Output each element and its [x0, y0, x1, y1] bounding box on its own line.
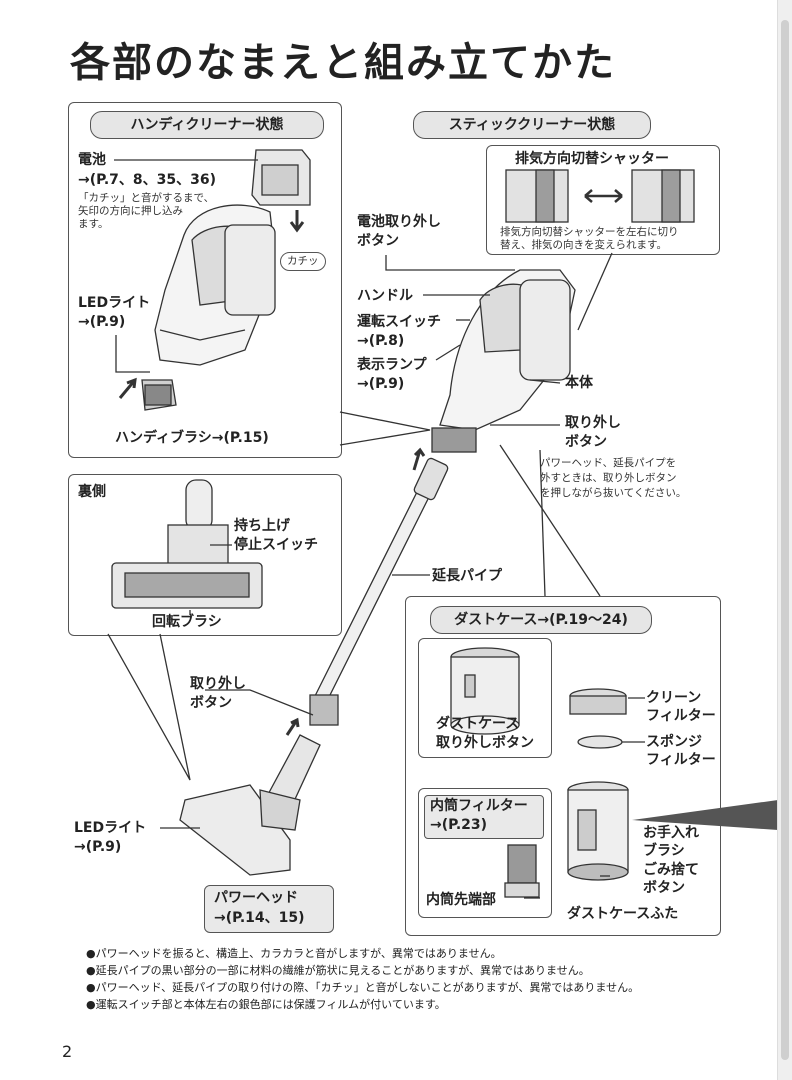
shutter-note-1: 排気方向切替シャッターを左右に切り	[500, 226, 679, 238]
handy-tag: ハンディクリーナー状態	[90, 111, 324, 139]
care-brush-label-1: お手入れ	[643, 825, 699, 841]
note-2: ●延長パイプの黒い部分の一部に材料の繊維が筋状に見えることがありますが、異常では…	[86, 964, 590, 977]
inner-filter-label-2: →(P.23)	[430, 817, 488, 833]
scrollbar-thumb[interactable]	[781, 20, 789, 1060]
rotary-brush-label: 回転ブラシ	[152, 614, 222, 630]
release-label-2: ボタン	[565, 434, 607, 450]
battery-ref: →(P.7、8、35、36)	[78, 172, 216, 188]
release-note-1: パワーヘッド、延長パイプを	[540, 457, 677, 469]
dust-lid-label: ダストケースふた	[567, 906, 679, 922]
switch-label: 運転スイッチ	[357, 314, 441, 330]
inner-tip-label: 内筒先端部	[426, 892, 496, 908]
scrollbar-track[interactable]	[777, 0, 792, 1080]
lamp-ref: →(P.9)	[357, 376, 405, 392]
battery-note-2: 矢印の方向に押し込み	[78, 205, 183, 217]
sponge-filter-label-1: スポンジ	[646, 734, 702, 750]
lamp-label: 表示ランプ	[357, 357, 427, 373]
trash-button-label-2: ボタン	[643, 880, 685, 896]
dust-tag: ダストケース→(P.19〜24)	[430, 606, 652, 634]
release-note-3: を押しながら抜いてください。	[540, 487, 687, 499]
pipe-release-label-2: ボタン	[190, 695, 232, 711]
lift-stop-label-1: 持ち上げ	[234, 518, 290, 534]
clean-filter-label-2: フィルター	[646, 708, 716, 724]
handy-brush-label: ハンディブラシ→(P.15)	[115, 430, 269, 446]
note-4: ●運転スイッチ部と本体左右の銀色部には保護フィルムが付いています。	[86, 998, 446, 1011]
head-led-ref: →(P.9)	[74, 839, 122, 855]
battery-release-label-2: ボタン	[357, 233, 399, 249]
case-release-label-1: ダストケース	[436, 716, 520, 732]
battery-note-3: ます。	[78, 218, 109, 230]
note-3: ●パワーヘッド、延長パイプの取り付けの際、「カチッ」と音がしないことがありますが…	[86, 981, 640, 994]
handle-label: ハンドル	[357, 288, 413, 304]
shutter-title: 排気方向切替シャッター	[515, 151, 669, 167]
note-1: ●パワーヘッドを振ると、構造上、カラカラと音がしますが、異常ではありません。	[86, 947, 502, 960]
page-title: 各部のなまえと組み立てかた	[70, 40, 616, 86]
handy-led-ref: →(P.9)	[78, 314, 126, 330]
trash-button-label-1: ごみ捨て	[643, 862, 699, 878]
pipe-label: 延長パイプ	[432, 568, 502, 584]
battery-release-label-1: 電池取り外し	[357, 214, 441, 230]
release-label-1: 取り外し	[565, 415, 621, 431]
pipe-release-label-1: 取り外し	[190, 676, 246, 692]
inner-filter-tag	[424, 795, 544, 839]
power-head-ref: →(P.14、15)	[214, 910, 305, 926]
case-release-label-2: 取り外しボタン	[436, 735, 534, 751]
power-head-tag	[204, 885, 334, 933]
sponge-filter-label-2: フィルター	[646, 752, 716, 768]
inner-filter-label-1: 内筒フィルター	[430, 798, 528, 814]
switch-ref: →(P.8)	[357, 333, 405, 349]
battery-note-1: 「カチッ」と音がするまで、	[78, 192, 215, 204]
handy-led-label: LEDライト	[78, 295, 151, 311]
back-title: 裏側	[78, 484, 106, 500]
lift-stop-label-2: 停止スイッチ	[234, 537, 318, 553]
power-head-label: パワーヘッド	[214, 890, 298, 906]
click-bubble: カチッ	[280, 252, 326, 271]
head-led-label: LEDライト	[74, 820, 147, 836]
shutter-note-2: 替え、排気の向きを変えられます。	[500, 239, 667, 251]
clean-filter-label-1: クリーン	[646, 690, 702, 706]
battery-label: 電池	[78, 152, 106, 168]
page-number: 2	[62, 1042, 73, 1061]
body-label: 本体	[565, 375, 593, 391]
release-note-2: 外すときは、取り外しボタン	[540, 472, 677, 484]
stick-tag: スティッククリーナー状態	[413, 111, 651, 139]
care-brush-label-2: ブラシ	[643, 843, 685, 859]
